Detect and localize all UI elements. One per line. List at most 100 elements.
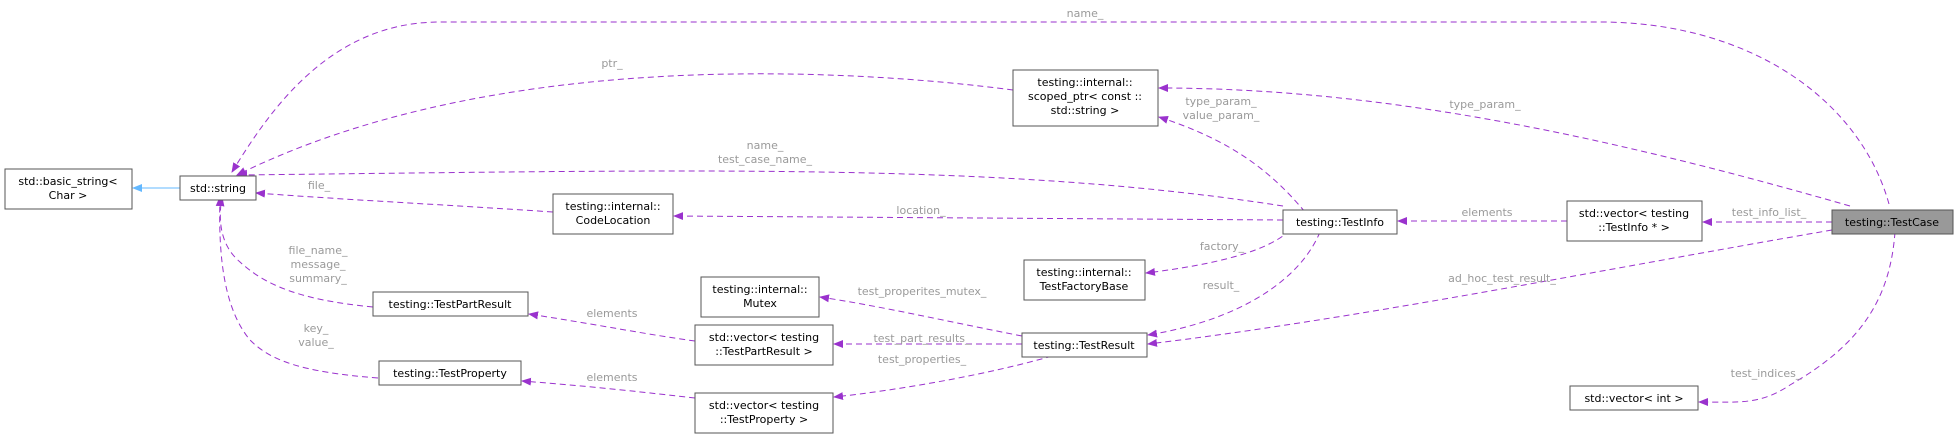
edge-label-type-param-testcase: type_param_	[1449, 98, 1521, 111]
node-testpartresult-label-line-1: testing::TestPartResult	[389, 298, 513, 311]
node-testresult-label-line-1: testing::TestResult	[1033, 339, 1135, 352]
node-vector-testinfo-label-line-2: ::TestInfo * >	[1598, 221, 1670, 234]
edge-label-key-value: key_value_	[298, 322, 334, 349]
edge-label-result: result_	[1203, 279, 1240, 292]
edge-label-factory: factory_	[1200, 240, 1245, 253]
edge-label-key-value-line-1: key_	[304, 322, 329, 335]
node-testinfo-label-line-1: testing::TestInfo	[1296, 216, 1384, 229]
node-basic-string-label-line-2: Char >	[49, 189, 88, 202]
edge-type-value-param	[1158, 115, 1306, 213]
edge-label-name-test-case-name-line-1: name_	[747, 139, 784, 152]
edge-elements-testproperty	[521, 377, 696, 399]
edge-location	[673, 212, 1284, 221]
node-vector-testpartresult-label-line-1: std::vector< testing	[709, 331, 819, 344]
node-testpartresult-label: testing::TestPartResult	[389, 298, 513, 311]
node-mutex-label-line-2: Mutex	[743, 297, 777, 310]
node-vector-testinfo-label: std::vector< testing::TestInfo * >	[1579, 207, 1689, 234]
edge-label-test-part-results: test_part_results_	[873, 332, 971, 345]
node-vector-testinfo-label-line-1: std::vector< testing	[1579, 207, 1689, 220]
edge-label-ad-hoc-test-result-line-1: ad_hoc_test_result_	[1448, 272, 1556, 285]
edge-test-properties	[833, 355, 1053, 401]
edge-label-file: file_	[308, 179, 331, 192]
edge-label-result-line-1: result_	[1203, 279, 1240, 292]
edge-label-file-line-1: file_	[308, 179, 331, 192]
edge-file	[255, 189, 554, 213]
node-vector-int-label-line-1: std::vector< int >	[1584, 392, 1683, 405]
edge-label-test-properties-mutex: test_properites_mutex_	[858, 285, 987, 298]
edge-label-ptr-line-1: ptr_	[601, 57, 623, 70]
edge-ad-hoc-test-result	[1147, 229, 1833, 347]
node-vector-int-label: std::vector< int >	[1584, 392, 1683, 405]
edge-label-name-line-1: name_	[1067, 7, 1104, 20]
node-string[interactable]: std::string	[179, 175, 257, 201]
node-code-location-label-line-2: CodeLocation	[576, 214, 651, 227]
node-testcase-label-line-1: testing::TestCase	[1845, 216, 1939, 229]
node-vector-testproperty-label-line-1: std::vector< testing	[709, 399, 819, 412]
node-testpartresult[interactable]: testing::TestPartResult	[372, 291, 529, 317]
edge-type-param-testcase	[1158, 84, 1851, 207]
node-vector-testpartresult-label-line-2: ::TestPartResult >	[715, 345, 813, 358]
node-basic-string[interactable]: std::basic_string<Char >	[4, 168, 133, 210]
node-mutex[interactable]: testing::internal::Mutex	[700, 276, 820, 318]
edge-file-message-summary	[216, 196, 374, 308]
edge-label-test-indices: test_indices_	[1731, 367, 1802, 380]
edge-labels: name_ ptr_ type_param_ type_param_value_…	[289, 7, 1807, 384]
edge-label-file-message-summary: file_name_message_summary_	[289, 244, 348, 285]
node-testresult[interactable]: testing::TestResult	[1021, 332, 1148, 358]
edge-label-elements-testproperty: elements	[586, 371, 637, 384]
node-testcase-label: testing::TestCase	[1845, 216, 1939, 229]
node-testproperty-label: testing::TestProperty	[393, 367, 507, 380]
edge-ptr	[236, 73, 1014, 176]
edge-label-type-value-param-line-1: type_param_	[1185, 95, 1257, 108]
edge-label-test-properties-mutex-line-1: test_properites_mutex_	[858, 285, 987, 298]
edge-label-file-message-summary-line-2: message_	[291, 258, 346, 271]
node-code-location-label-line-1: testing::internal::	[565, 200, 660, 213]
node-code-location[interactable]: testing::internal::CodeLocation	[552, 193, 674, 235]
node-scoped-ptr-label-line-2: scoped_ptr< const ::	[1028, 90, 1142, 103]
edge-label-factory-line-1: factory_	[1200, 240, 1245, 253]
edge-test-properties-mutex	[819, 294, 1023, 337]
edge-label-ptr: ptr_	[601, 57, 623, 70]
edge-label-file-message-summary-line-3: summary_	[289, 272, 347, 285]
node-vector-testproperty-label-line-2: ::TestProperty >	[720, 413, 808, 426]
node-testfactorybase[interactable]: testing::internal::TestFactoryBase	[1023, 259, 1146, 301]
edge-result	[1147, 231, 1321, 338]
node-testinfo[interactable]: testing::TestInfo	[1282, 209, 1398, 235]
edge-label-elements-testinfo-line-1: elements	[1461, 206, 1512, 219]
node-testfactorybase-label-line-1: testing::internal::	[1036, 266, 1131, 279]
node-testresult-label: testing::TestResult	[1033, 339, 1135, 352]
edge-label-test-indices-line-1: test_indices_	[1731, 367, 1802, 380]
edge-key-value	[215, 196, 379, 379]
node-mutex-label-line-1: testing::internal::	[712, 283, 807, 296]
node-vector-testproperty-label: std::vector< testing::TestProperty >	[709, 399, 819, 426]
node-mutex-label: testing::internal::Mutex	[712, 283, 807, 310]
node-testproperty-label-line-1: testing::TestProperty	[393, 367, 507, 380]
node-vector-testinfo[interactable]: std::vector< testing::TestInfo * >	[1566, 200, 1703, 242]
node-testinfo-label: testing::TestInfo	[1296, 216, 1384, 229]
edge-label-test-properties-line-1: test_properties_	[878, 353, 967, 366]
node-vector-testproperty[interactable]: std::vector< testing::TestProperty >	[694, 392, 834, 434]
edge-label-name-test-case-name: name_test_case_name_	[718, 139, 813, 166]
node-basic-string-label-line-1: std::basic_string<	[18, 175, 117, 188]
node-basic-string-label: std::basic_string<Char >	[18, 175, 117, 202]
edge-label-type-param-testcase-line-1: type_param_	[1449, 98, 1521, 111]
node-string-label: std::string	[190, 182, 246, 195]
node-scoped-ptr-label-line-3: std::string >	[1051, 104, 1120, 117]
edge-label-key-value-line-2: value_	[298, 336, 334, 349]
edge-factory	[1145, 229, 1291, 276]
node-vector-int[interactable]: std::vector< int >	[1569, 385, 1699, 411]
node-scoped-ptr-label-line-1: testing::internal::	[1037, 76, 1132, 89]
edge-label-type-value-param-line-2: value_param_	[1183, 109, 1260, 122]
edges	[132, 21, 1896, 407]
node-testproperty[interactable]: testing::TestProperty	[378, 360, 522, 386]
node-scoped-ptr[interactable]: testing::internal::scoped_ptr< const ::s…	[1012, 69, 1159, 127]
node-vector-testpartresult[interactable]: std::vector< testing::TestPartResult >	[694, 324, 834, 366]
edge-test-indices	[1698, 231, 1896, 407]
node-testcase[interactable]: testing::TestCase	[1831, 209, 1954, 235]
edge-label-file-message-summary-line-1: file_name_	[289, 244, 348, 257]
edge-label-test-properties: test_properties_	[878, 353, 967, 366]
node-testfactorybase-label-line-2: TestFactoryBase	[1039, 280, 1129, 293]
edge-label-elements-testpartresult: elements	[586, 307, 637, 320]
edge-label-elements-testinfo: elements	[1461, 206, 1512, 219]
nodes: testing::TestCase std::basic_string<Char…	[4, 69, 1954, 434]
